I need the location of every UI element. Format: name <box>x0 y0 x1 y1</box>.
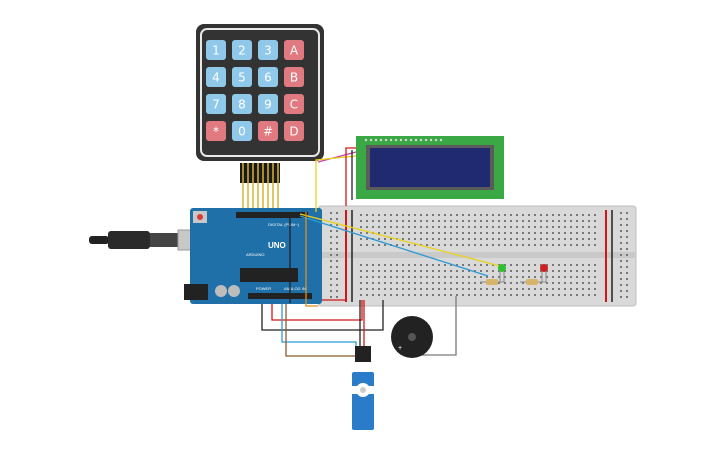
led-green <box>498 264 506 282</box>
lcd-module <box>356 136 504 199</box>
wire-blue-led <box>299 215 489 277</box>
wire-yellow-led <box>299 213 501 267</box>
keypad-key <box>206 67 226 87</box>
keypad-key-label: 8 <box>238 98 246 112</box>
arduino-analog-label: ANALOG IN <box>284 286 306 291</box>
keypad-key-label: 7 <box>212 98 220 112</box>
keypad-key-label: 9 <box>264 98 272 112</box>
keypad-key <box>258 67 278 87</box>
keypad-key-label: 4 <box>212 71 220 85</box>
led-red <box>540 264 548 282</box>
keypad-keys: 1 2 3 A 4 5 6 B 7 8 9 C * 0 # D <box>206 40 304 141</box>
wire-red-bottom <box>271 300 363 321</box>
servo-motor <box>349 346 377 430</box>
arduino-uno-label: UNO <box>268 241 286 250</box>
wire-orange-pin <box>305 212 318 307</box>
keypad-key-label: 0 <box>238 125 246 139</box>
keypad-key <box>232 40 252 60</box>
usb-cable <box>89 229 207 251</box>
keypad-key <box>232 67 252 87</box>
piezo-buzzer: + <box>391 316 433 358</box>
keypad-ribbon <box>240 163 280 212</box>
keypad-key-label: B <box>290 71 298 85</box>
keypad-key-label: 3 <box>264 44 272 58</box>
wire-grey-buzzer <box>412 296 457 356</box>
keypad-key <box>206 40 226 60</box>
keypad-key-label: 5 <box>238 71 246 85</box>
keypad-key <box>206 94 226 114</box>
keypad-key <box>258 40 278 60</box>
breadboard-holes <box>330 212 628 298</box>
breadboard <box>317 205 637 307</box>
keypad-key <box>284 40 304 60</box>
arduino-board: DIGITAL (PWM~) UNO ARDUINO POWER ANALOG … <box>184 208 322 304</box>
keypad-key <box>258 121 278 141</box>
keypad-key <box>284 67 304 87</box>
wire-yellow-lcd <box>315 155 357 212</box>
arduino-digital-label: DIGITAL (PWM~) <box>268 222 300 227</box>
keypad-key-label: 6 <box>264 71 272 85</box>
keypad: 1 2 3 A 4 5 6 B 7 8 9 C * 0 # D <box>196 24 324 212</box>
keypad-key <box>284 94 304 114</box>
wire-black-bottom <box>261 300 384 331</box>
arduino-brand-label: ARDUINO <box>246 252 264 257</box>
keypad-key <box>232 94 252 114</box>
keypad-key <box>284 121 304 141</box>
resistor-2 <box>520 279 546 285</box>
keypad-key-label: D <box>289 125 298 139</box>
keypad-key-label: * <box>213 125 219 139</box>
resistor-1 <box>480 279 504 285</box>
keypad-key <box>258 94 278 114</box>
keypad-key <box>206 121 226 141</box>
keypad-key-label: 2 <box>238 44 246 58</box>
keypad-key-label: C <box>290 98 298 112</box>
buzzer-plus-label: + <box>398 345 402 352</box>
keypad-key-label: 1 <box>212 44 220 58</box>
wire-magenta <box>317 151 357 163</box>
arduino-power-label: POWER <box>256 286 271 291</box>
wire-red-lcd <box>345 147 356 206</box>
keypad-key <box>232 121 252 141</box>
keypad-key-label: A <box>290 44 299 58</box>
wire-brown-servo <box>285 304 356 357</box>
keypad-key-label: # <box>263 125 273 139</box>
